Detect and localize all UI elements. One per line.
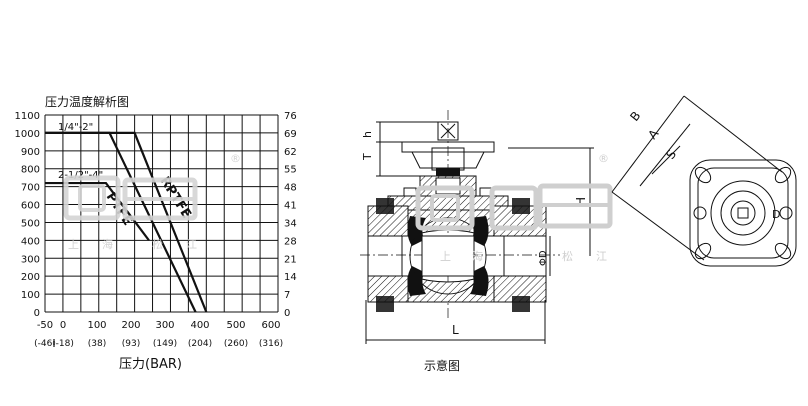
wm-reg-2: ® — [598, 152, 609, 165]
x-tick-label: 100 — [87, 320, 106, 331]
x-tick-label: 0 — [60, 320, 66, 331]
left-tick-label: 900 — [21, 147, 40, 158]
x-tick-label: 200 — [121, 320, 140, 331]
right-tick-label: 41 — [284, 201, 297, 212]
dim-phiD: ΦD — [538, 250, 549, 266]
wm-city-4: 江 — [186, 238, 197, 251]
left-tick-label: 1000 — [15, 129, 40, 140]
left-tick-label: 0 — [34, 308, 40, 319]
right-tick-label: 34 — [284, 218, 297, 229]
left-tick-label: 200 — [21, 272, 40, 283]
x-axis-ticks: -50 0 100 200 300 400 500 600 (-46)(-18) (38) (93)… — [34, 320, 283, 349]
left-tick-label: 400 — [21, 236, 40, 247]
dim-B: B — [627, 109, 643, 124]
right-axis-ticks: 76 69 62 55 48 41 34 28 21 14 7 0 — [284, 111, 297, 319]
mounting-pad — [689, 159, 797, 267]
x-tick-label: 400 — [190, 320, 209, 331]
chart-title: 压力温度解析图 — [45, 94, 129, 109]
left-tick-label: 100 — [21, 290, 40, 301]
right-tick-label: 0 — [284, 308, 290, 319]
x-tick-sublabel: (149) — [153, 339, 177, 349]
wm-city-3: 松 — [152, 237, 163, 251]
x-tick-sublabel: (-46) — [34, 339, 56, 349]
x-tick-sublabel: (316) — [259, 339, 283, 349]
right-tick-label: 14 — [284, 272, 297, 283]
lever-base — [411, 151, 485, 169]
right-tick-label: 48 — [284, 183, 297, 194]
right-tick-label: 62 — [284, 147, 297, 158]
x-tick-sublabel: (93) — [122, 339, 140, 349]
valve-section-drawing: L h T H ΦD 示意图 上 海 松 江 ® — [360, 110, 613, 373]
right-tick-label: 55 — [284, 165, 297, 176]
dim-D: D — [772, 208, 780, 221]
wm-city-3b: 松 — [562, 249, 573, 263]
series-line-ptfe — [45, 131, 197, 313]
right-tick-label: 76 — [284, 111, 297, 122]
wm-city-2b: 海 — [472, 249, 483, 263]
right-tick-label: 21 — [284, 254, 297, 265]
wm-city-2: 海 — [102, 237, 113, 251]
x-tick-label: 300 — [155, 320, 174, 331]
x-tick-label: 600 — [261, 320, 280, 331]
wm-reg-1: ® — [230, 152, 241, 165]
left-tick-label: 700 — [21, 183, 40, 194]
wm-city-4b: 江 — [596, 250, 607, 263]
right-tick-label: 7 — [284, 290, 290, 301]
dim-H: H — [574, 197, 588, 206]
dim-h: h — [361, 131, 374, 138]
x-tick-sublabel: (204) — [188, 339, 212, 349]
pressure-temperature-chart: 压力温度解析图 11001000900800700600500400300200… — [15, 94, 297, 372]
left-tick-label: 600 — [21, 201, 40, 212]
x-tick-sublabel: (38) — [88, 339, 106, 349]
x-tick-label: 500 — [226, 320, 245, 331]
dim-L: L — [452, 323, 459, 337]
wm-city-1: 上 — [68, 238, 79, 251]
x-tick-sublabel: (260) — [224, 339, 248, 349]
left-tick-label: 500 — [21, 218, 40, 229]
left-tick-label: 300 — [21, 254, 40, 265]
right-tick-label: 69 — [284, 129, 297, 140]
wm-city-1b: 上 — [440, 250, 451, 263]
left-tick-label: 800 — [21, 165, 40, 176]
x-axis-label: 压力(BAR) — [119, 357, 182, 372]
stem-nut — [437, 121, 459, 141]
chart-grid — [44, 114, 279, 313]
x-tick-label: -50 — [37, 320, 53, 331]
left-tick-label: 1100 — [15, 111, 40, 122]
drawing-caption: 示意图 — [424, 358, 460, 373]
right-tick-label: 28 — [284, 236, 297, 247]
watermark-logo-left: 上 海 松 江 ® — [63, 152, 241, 251]
mounting-pad-view: B A S D — [611, 95, 797, 267]
x-tick-sublabel: (-18) — [52, 339, 74, 349]
size-label-1: 1/4"-2" — [58, 122, 93, 133]
dim-T: T — [361, 153, 374, 161]
